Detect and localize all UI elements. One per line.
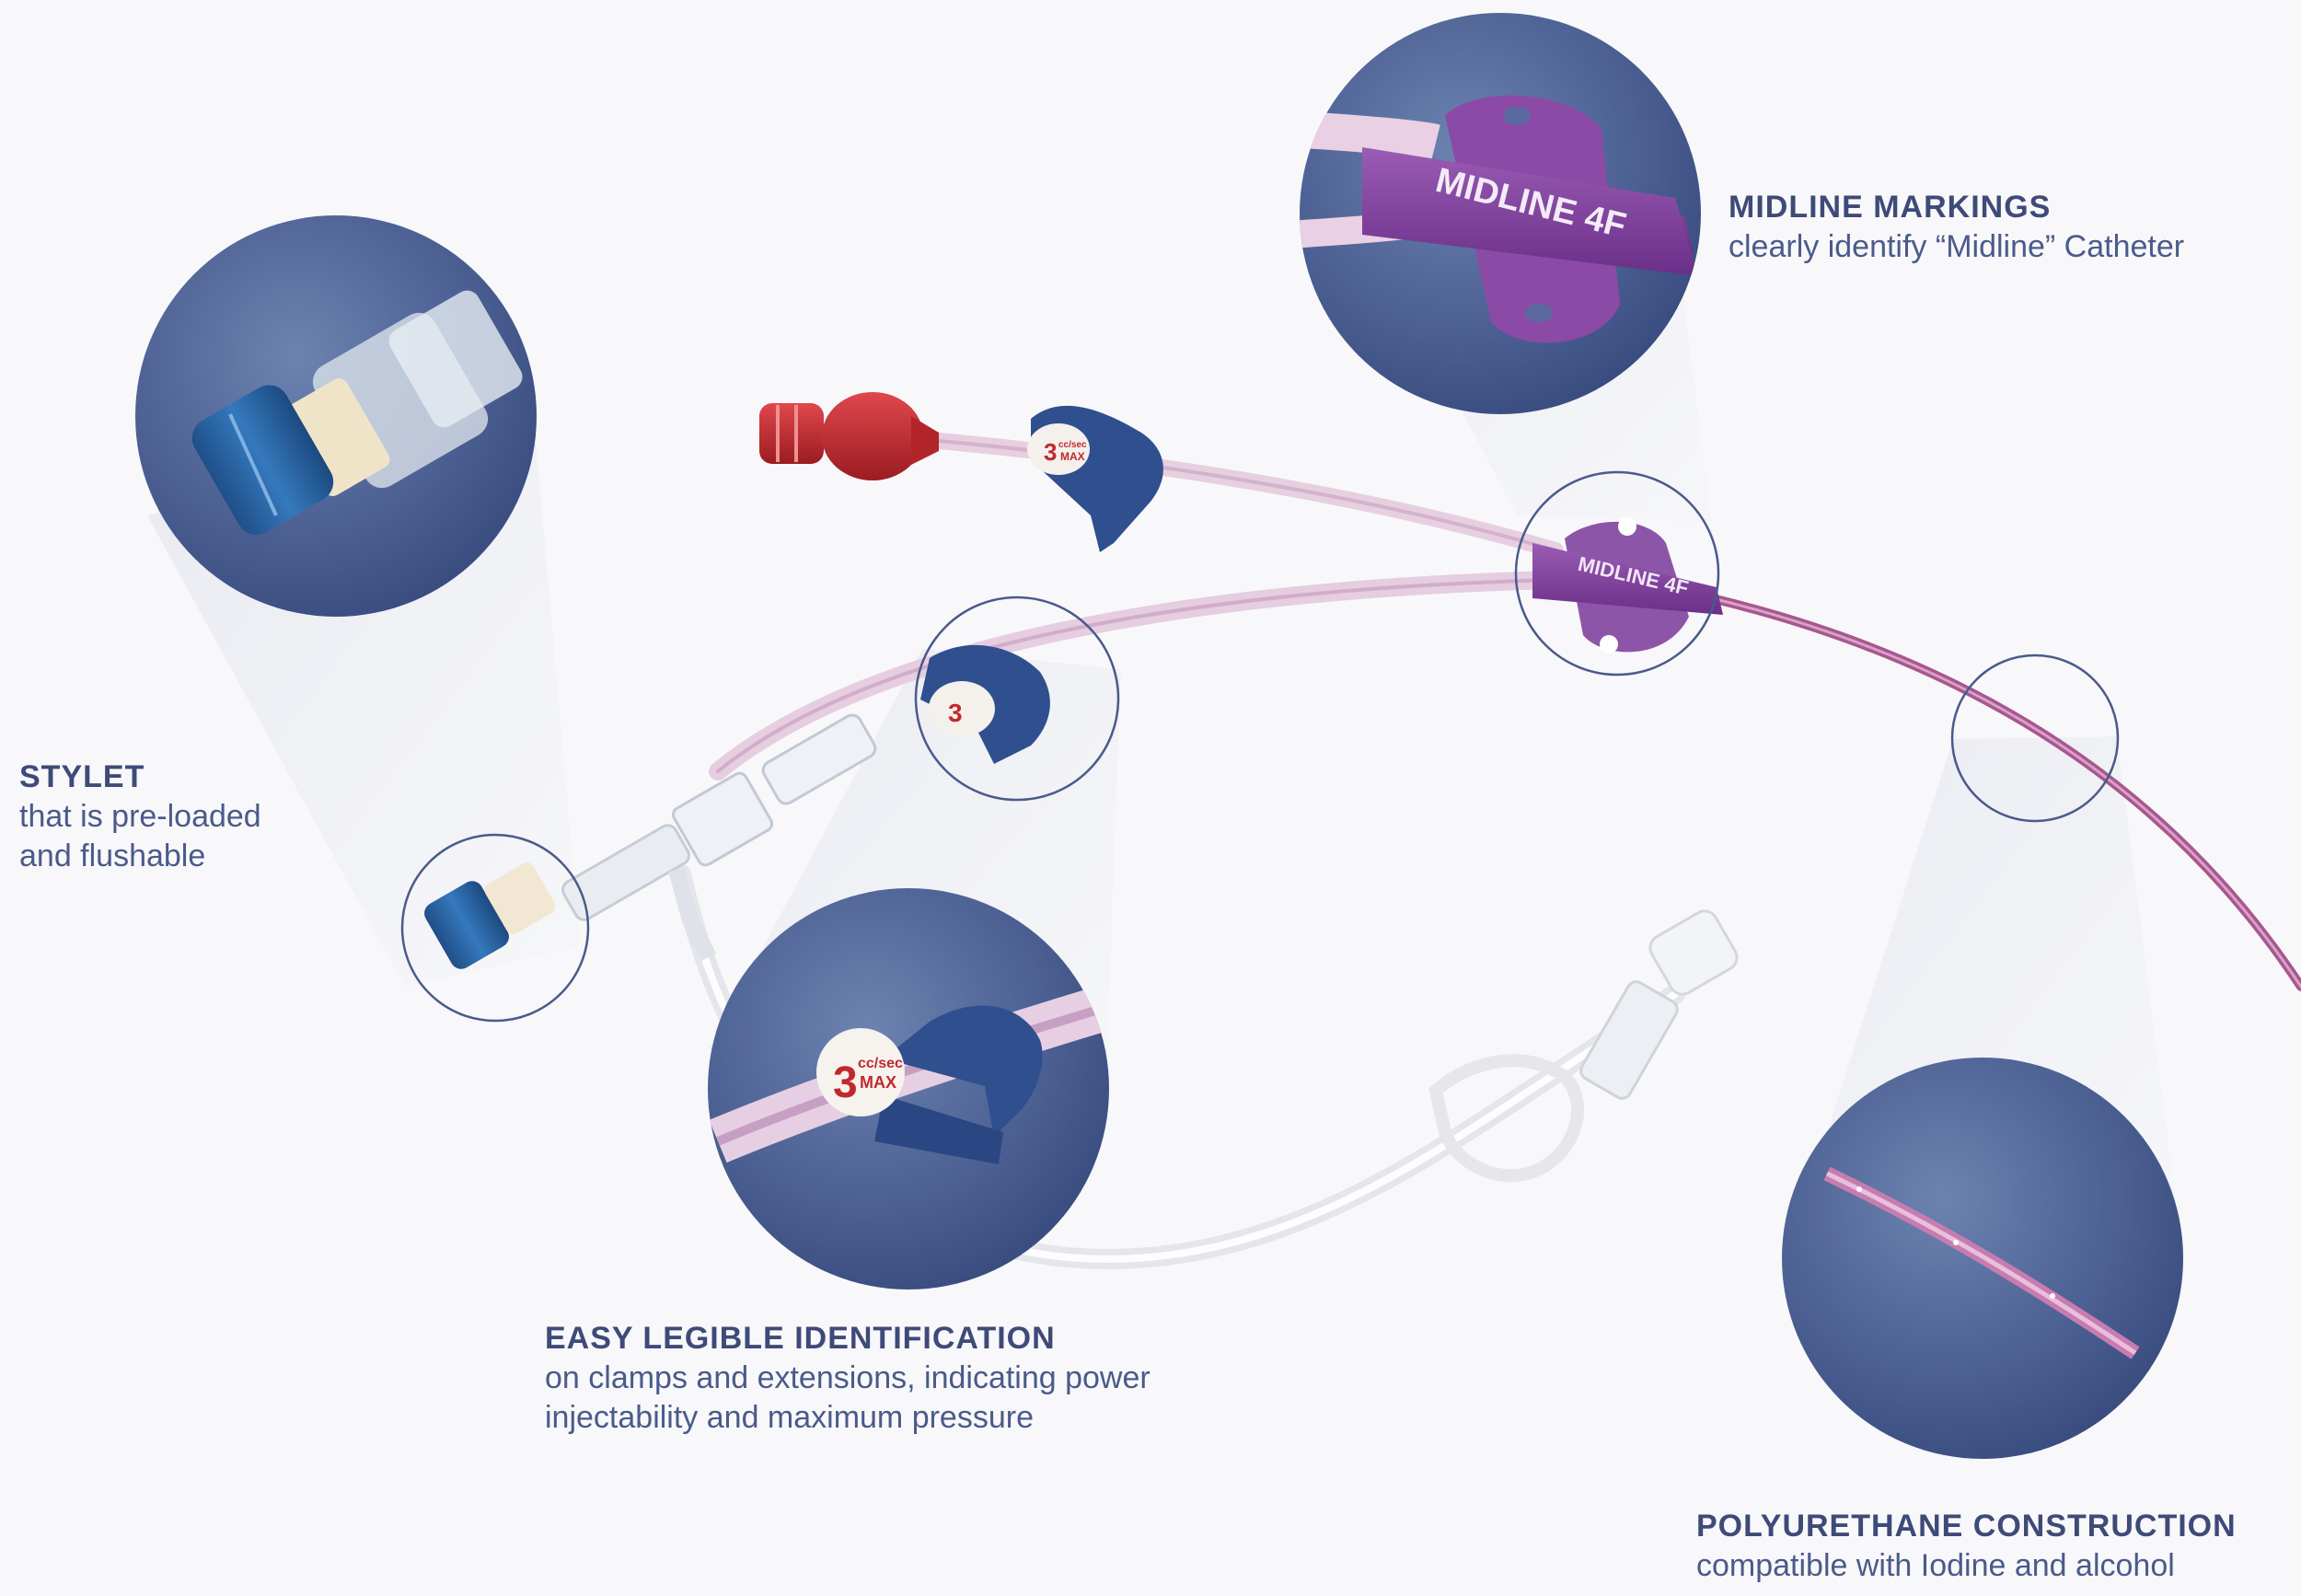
red-luer-hub	[759, 392, 939, 480]
clamp-max-text: MAX	[860, 1073, 896, 1092]
identification-title: EASY LEGIBLE IDENTIFICATION	[545, 1321, 1056, 1356]
stylet-callout: STYLET that is pre-loaded and flushable	[19, 757, 332, 876]
clamp-rate-text: cc/sec	[858, 1056, 903, 1071]
polyurethane-title: POLYURETHANE CONSTRUCTION	[1696, 1509, 2237, 1544]
svg-text:MAX: MAX	[1060, 450, 1085, 463]
svg-text:cc/sec: cc/sec	[1058, 440, 1087, 450]
identification-description: on clamps and extensions, indicating pow…	[545, 1360, 1150, 1435]
midline-hub: MIDLINE 4F	[1532, 517, 1723, 653]
lower-clamp: 3	[920, 644, 1050, 764]
polyurethane-callout: POLYURETHANE CONSTRUCTION compatible wit…	[1696, 1506, 2295, 1586]
upper-clamp: 3 cc/sec MAX	[1027, 405, 1163, 552]
clamp-number-text: 3	[833, 1058, 858, 1107]
identification-callout: EASY LEGIBLE IDENTIFICATION on clamps an…	[545, 1318, 1300, 1438]
midline-markings-description: clearly identify “Midline” Catheter	[1729, 229, 2185, 264]
midline-zoom-circle: MIDLINE 4F	[1300, 13, 1701, 414]
svg-text:3: 3	[948, 699, 963, 727]
polyurethane-zoom-circle	[1782, 1058, 2183, 1459]
stylet-description: that is pre-loaded and flushable	[19, 799, 261, 873]
svg-text:3: 3	[1044, 438, 1057, 466]
identification-zoom-circle: 3 cc/sec MAX	[708, 888, 1109, 1290]
stylet-zoom-circle	[135, 215, 537, 617]
midline-markings-title: MIDLINE MARKINGS	[1729, 190, 2052, 225]
magnifier-rings	[400, 470, 2120, 1023]
midline-markings-callout: MIDLINE MARKINGS clearly identify “Midli…	[1729, 187, 2299, 267]
stylet-title: STYLET	[19, 759, 145, 794]
stylet-junction	[424, 713, 877, 969]
polyurethane-description: compatible with Iodine and alcohol	[1696, 1548, 2175, 1583]
white-end-cap	[1428, 909, 1739, 1183]
